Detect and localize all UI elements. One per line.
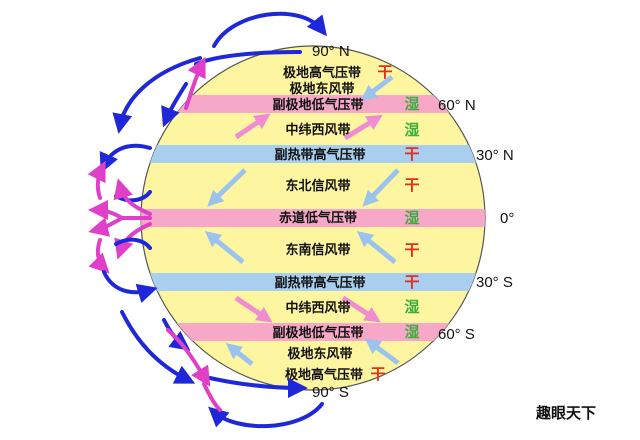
dry-mark: 干 [404, 273, 419, 291]
band-label: 副极地低气压带 [272, 97, 363, 113]
ferrel-cell-arrow [102, 270, 158, 304]
band-label: 中纬西风带 [285, 300, 350, 316]
westerly-arrow [234, 295, 273, 323]
hadley-cell-arrow [202, 382, 222, 412]
band-equatorial-low [141, 209, 485, 227]
latitude-0: 0° [500, 210, 514, 227]
wet-mark: 湿 [404, 95, 419, 113]
band-labels: 极地高气压带 极地东风带 副极地低气压带 中纬西风带 副热带高气压带 东北信风带… [272, 65, 365, 383]
polar-cell-arrow [112, 56, 202, 134]
ferrel-cell-arrow [114, 237, 152, 250]
band-label: 极地东风带 [289, 81, 354, 97]
wet-mark: 湿 [404, 121, 419, 139]
dry-mark: 干 [404, 241, 419, 259]
latitude-labels: 90° N 60° N 30° N 0° 30° S 60° S 90° S [312, 43, 514, 401]
dry-mark: 干 [404, 145, 419, 163]
dry-mark: 干 [377, 63, 392, 81]
wet-mark: 湿 [404, 298, 419, 316]
polar-easterly-arrow [225, 343, 254, 366]
polar-cell-arrow [120, 310, 196, 384]
polar-cell-arrow [212, 11, 327, 48]
climate-marks: 干 湿 湿 干 干 湿 干 干 湿 湿 干 [370, 63, 419, 383]
dry-mark: 干 [404, 176, 419, 194]
band-label: 极地东风带 [287, 346, 352, 362]
latitude-90s: 90° S [312, 384, 349, 401]
ferrel-cell-arrow [99, 143, 152, 174]
hadley-cell-arrow [87, 160, 106, 200]
band-subpolar-low-south [141, 323, 485, 341]
trade-wind-arrow [356, 230, 397, 264]
westerly-arrow [234, 113, 271, 140]
hadley-cell-arrow [113, 178, 152, 216]
band-label: 东北信风带 [285, 178, 350, 194]
band-label: 中纬西风带 [285, 122, 350, 138]
latitude-30n: 30° N [476, 147, 514, 164]
band-label: 赤道低气压带 [279, 210, 357, 226]
pressure-belts [141, 95, 485, 341]
trade-wind-arrow [362, 168, 400, 207]
hadley-cell-arrow [88, 238, 110, 274]
band-label: 极地高气压带 [285, 367, 363, 383]
polar-cell-arrow [208, 402, 324, 429]
polar-easterly-arrow [364, 338, 400, 366]
hadley-cell-arrow [88, 216, 124, 237]
band-label: 副极地低气压带 [272, 325, 363, 341]
band-subtropical-high-north [141, 145, 485, 163]
polar-easterly-arrow [360, 75, 394, 101]
westerly-arrow [343, 114, 383, 141]
latitude-90n: 90° N [312, 43, 350, 60]
hadley-cell-arrow [114, 222, 152, 260]
wet-mark: 湿 [404, 209, 419, 227]
watermark: 趣眼天下 [535, 404, 596, 422]
hadley-cell-arrow [88, 200, 124, 221]
band-subtropical-high-south [141, 273, 485, 291]
polar-cell-arrow [161, 82, 188, 128]
latitude-60n: 60° N [438, 97, 476, 114]
trade-wind-arrow [207, 168, 247, 207]
circulation-cells [87, 11, 327, 429]
trade-wind-arrow [204, 230, 245, 264]
band-label: 极地高气压带 [283, 65, 361, 81]
band-label: 副热带高气压带 [274, 147, 365, 163]
dry-mark: 干 [370, 365, 385, 383]
hadley-cell-arrow [184, 56, 206, 110]
surface-wind-arrows [204, 75, 400, 366]
hadley-cell-arrow [166, 328, 211, 387]
band-label: 东南信风带 [285, 242, 350, 258]
westerly-arrow [341, 295, 381, 323]
band-label: 副热带高气压带 [274, 275, 365, 291]
band-subpolar-low-north [141, 95, 485, 113]
latitude-30s: 30° S [476, 274, 513, 291]
wet-mark: 湿 [404, 323, 419, 341]
polar-cell-arrow [208, 376, 308, 398]
latitude-60s: 60° S [438, 326, 475, 343]
